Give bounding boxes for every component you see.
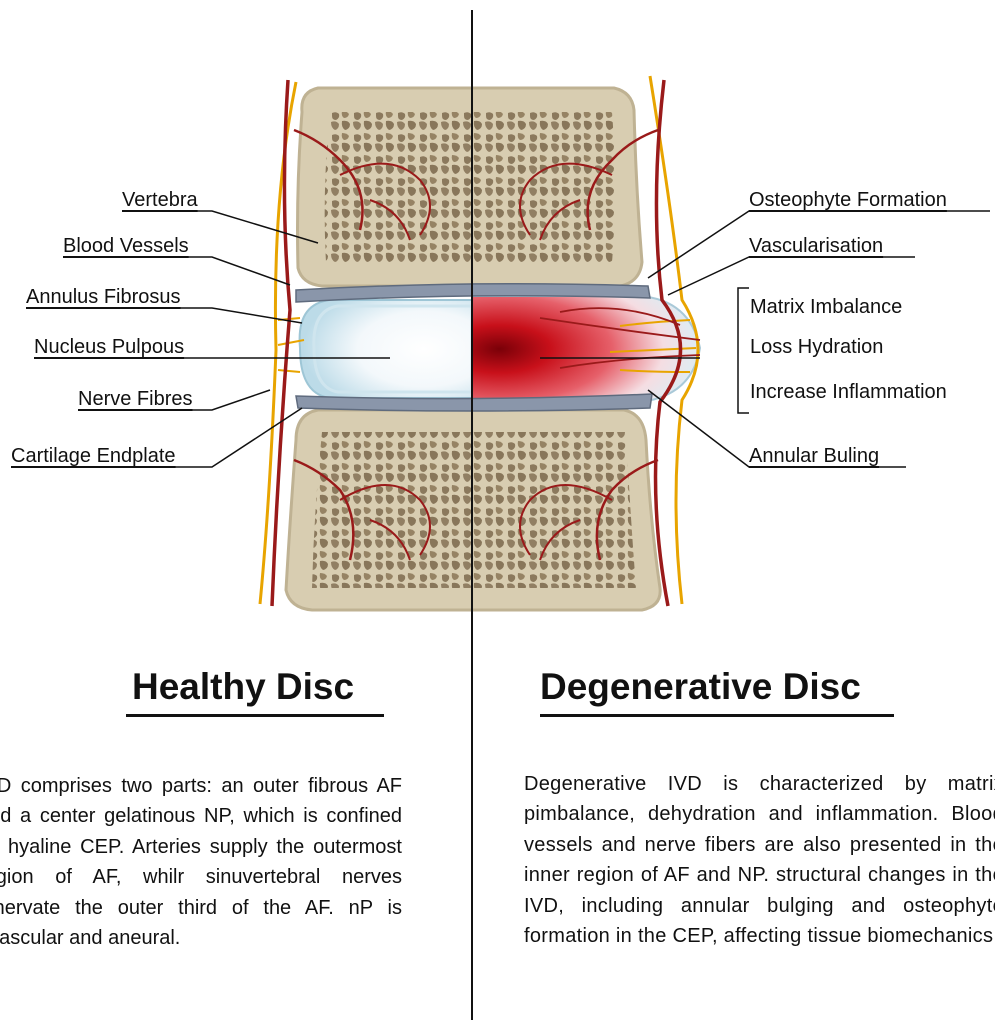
- heading-healthy-underline: [126, 714, 384, 717]
- label-nucleus-pulpous: Nucleus Pulpous: [34, 336, 184, 358]
- label-osteophyte-formation: Osteophyte Formation: [749, 189, 947, 211]
- heading-degenerative-underline: [540, 714, 894, 717]
- degenerative-description: Degenerative IVD is characterized by mat…: [524, 769, 995, 951]
- lower-vertebra: [286, 410, 660, 610]
- label-increase-inflammation: Increase Inflammation: [750, 381, 947, 403]
- label-annulus-fibrosus: Annulus Fibrosus: [26, 286, 181, 308]
- label-vertebra: Vertebra: [122, 189, 198, 211]
- label-matrix-imbalance: Matrix Imbalance: [750, 296, 902, 318]
- label-cartilage-endplate: Cartilage Endplate: [11, 445, 176, 467]
- healthy-nucleus: [300, 300, 472, 398]
- label-vascularisation: Vascularisation: [749, 235, 883, 257]
- label-nerve-fibres: Nerve Fibres: [78, 388, 192, 410]
- heading-healthy-disc: Healthy Disc: [132, 666, 354, 708]
- label-loss-hydration: Loss Hydration: [750, 336, 883, 358]
- heading-degenerative-disc: Degenerative Disc: [540, 666, 861, 708]
- upper-vertebra: [298, 88, 643, 286]
- healthy-description: IVD comprises two parts: an outer fibrou…: [0, 771, 402, 953]
- label-annular-buling: Annular Buling: [749, 445, 879, 467]
- label-blood-vessels: Blood Vessels: [63, 235, 189, 257]
